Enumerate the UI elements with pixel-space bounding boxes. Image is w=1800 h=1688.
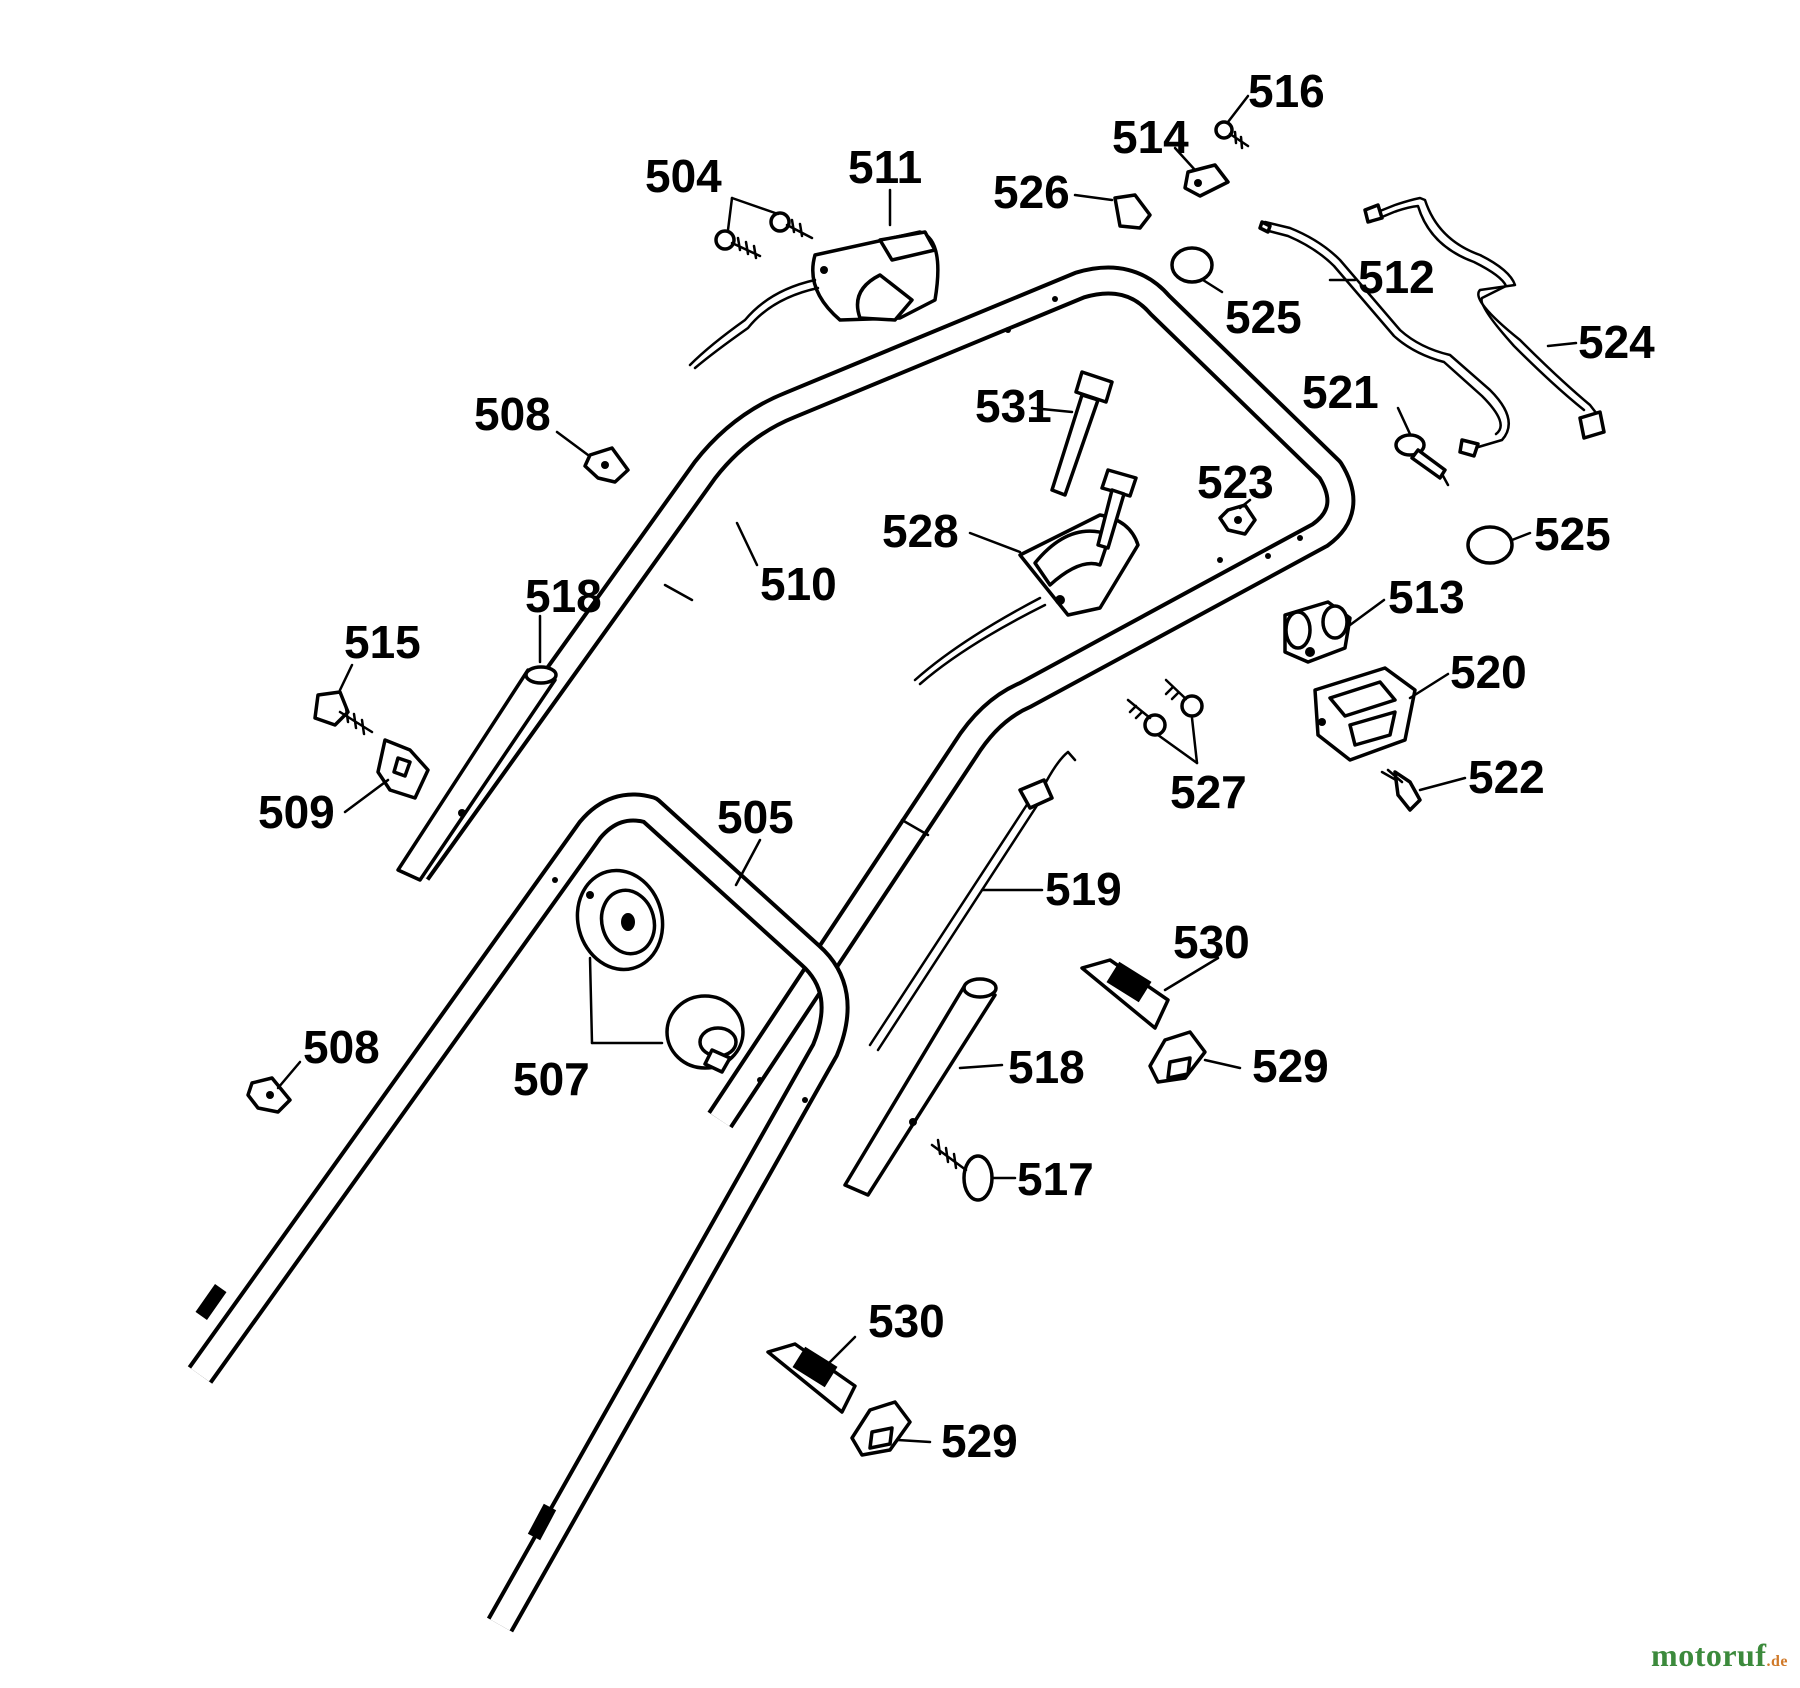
knob-515 (313, 690, 374, 736)
watermark: motoruf.de (1651, 1637, 1788, 1674)
label-519: 519 (1045, 863, 1122, 915)
label-525-upper: 525 (1225, 291, 1302, 343)
label-522: 522 (1468, 751, 1545, 803)
rod-512 (1258, 220, 1510, 458)
label-521: 521 (1302, 366, 1379, 418)
watermark-suffix: .de (1766, 1653, 1788, 1670)
throttle-528 (913, 468, 1140, 686)
label-511: 511 (848, 141, 922, 193)
cap-525-upper (1170, 246, 1214, 284)
watermark-main: motoruf (1651, 1637, 1767, 1673)
label-517: 517 (1017, 1153, 1094, 1205)
label-507: 507 (513, 1053, 590, 1105)
screw-522 (1380, 768, 1422, 812)
label-518-upper: 518 (525, 570, 602, 622)
label-504: 504 (645, 150, 722, 202)
clamp-520 (1313, 666, 1417, 762)
tube-518-lower (843, 977, 998, 1197)
tube-518-upper (396, 665, 558, 882)
cable-519 (868, 750, 1077, 1052)
clip-529-lower (850, 1400, 912, 1457)
label-529-upper: 529 (1252, 1040, 1329, 1092)
clip-514 (1183, 163, 1230, 198)
label-520: 520 (1450, 646, 1527, 698)
label-512: 512 (1358, 251, 1435, 303)
label-526: 526 (993, 166, 1070, 218)
clip-508-lower (246, 1076, 292, 1114)
label-530-lower: 530 (868, 1295, 945, 1347)
clip-508-upper (583, 446, 630, 484)
lever-531 (1050, 370, 1114, 497)
screw-504 (714, 211, 814, 260)
knob-507b (665, 994, 745, 1074)
label-516: 516 (1248, 65, 1325, 117)
pulley-507 (575, 868, 665, 972)
label-505: 505 (717, 791, 794, 843)
screw-527 (1126, 678, 1204, 737)
label-508-upper: 508 (474, 388, 551, 440)
clip-529-upper (1148, 1030, 1207, 1084)
label-525-lower: 525 (1534, 508, 1611, 560)
label-530-upper (1080, 958, 1170, 1030)
leader-lines (276, 94, 1578, 1444)
label-530-lower (766, 1342, 857, 1414)
label-524: 524 (1578, 316, 1655, 368)
label-510: 510 (760, 558, 837, 610)
switch-box (688, 230, 940, 370)
cap-525-lower (1466, 525, 1514, 565)
label-518-lower: 518 (1008, 1041, 1085, 1093)
nut-523 (1218, 503, 1257, 536)
label-514: 514 (1112, 111, 1189, 163)
nut-526 (1113, 193, 1152, 230)
knob-517 (930, 1138, 994, 1202)
label-530-upper: 530 (1173, 916, 1250, 968)
label-513: 513 (1388, 571, 1465, 623)
pin-521 (1394, 433, 1450, 487)
screw-516 (1214, 120, 1250, 150)
handle-bar-lower (187, 792, 850, 1633)
label-531: 531 (975, 380, 1052, 432)
rod-524 (1363, 196, 1606, 440)
part-labels: 504 511 526 514 516 525 512 524 508 531 … (258, 65, 1655, 1467)
label-515: 515 (344, 616, 421, 668)
label-529-lower: 529 (941, 1415, 1018, 1467)
label-528: 528 (882, 505, 959, 557)
label-509: 509 (258, 786, 335, 838)
label-527: 527 (1170, 766, 1247, 818)
label-508-lower: 508 (303, 1021, 380, 1073)
bracket-509 (376, 738, 430, 800)
label-523: 523 (1197, 456, 1274, 508)
handle-bar-upper (404, 265, 1356, 1129)
bracket-513 (1283, 600, 1352, 664)
